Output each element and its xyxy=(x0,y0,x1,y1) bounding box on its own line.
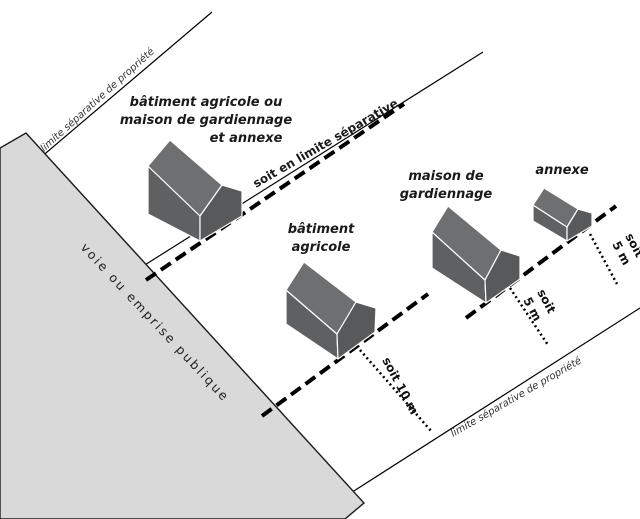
agricultural-label-line1: bâtiment xyxy=(288,222,355,237)
building-agricultural xyxy=(285,261,377,360)
agricultural-label-line2: agricole xyxy=(292,240,351,255)
setback-line-10m xyxy=(260,292,430,418)
building-on-limit-label-line1: bâtiment agricole ou xyxy=(130,95,283,110)
building-guard-house xyxy=(431,205,521,304)
building-on-limit-label-line3: et annexe xyxy=(210,131,283,146)
agricultural-distance-label: soit 10 m xyxy=(379,355,421,417)
property-limit-line-top xyxy=(39,11,213,159)
distance-marker-5m-guard xyxy=(508,287,550,346)
building-on-limit xyxy=(147,139,243,242)
road-band xyxy=(0,132,366,519)
setback-line-on-limit xyxy=(144,102,406,282)
property-limit-label-bottom: limite séparative de propriété xyxy=(449,355,584,440)
property-limit-line-bottom xyxy=(345,307,640,497)
setback-line-5m xyxy=(464,204,618,320)
distance-marker-5m-annex xyxy=(588,233,619,285)
building-annex xyxy=(532,187,593,242)
guard-house-label-line1: maison de xyxy=(408,169,484,184)
annex-label: annexe xyxy=(535,163,588,178)
distance-marker-10m xyxy=(359,349,433,433)
building-on-limit-label-line2: maison de gardiennage xyxy=(120,113,293,128)
guard-house-label-line2: gardiennage xyxy=(400,187,493,202)
